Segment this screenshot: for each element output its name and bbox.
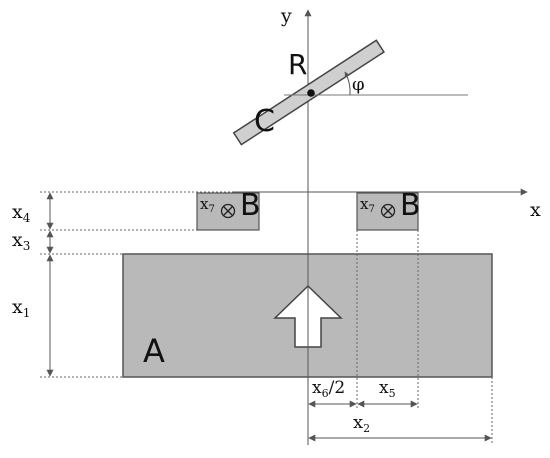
y-axis-label: y bbox=[280, 5, 292, 27]
label-c: C bbox=[254, 104, 275, 139]
left-extension-lines bbox=[40, 191, 232, 378]
angle-label: φ bbox=[352, 74, 365, 95]
angle-arc bbox=[344, 71, 351, 96]
label-b-right: B bbox=[400, 188, 421, 223]
current-into-page-icon bbox=[220, 203, 236, 219]
dim-x4: x4 bbox=[12, 201, 31, 225]
horizontal-dimensions bbox=[308, 400, 492, 442]
label-b-left: B bbox=[240, 188, 261, 223]
x7-label-left: x7 bbox=[200, 195, 215, 215]
label-a: A bbox=[143, 332, 165, 370]
dim-x1: x1 bbox=[12, 296, 30, 320]
dim-x2: x2 bbox=[353, 412, 370, 435]
dim-x6-half: x6/2 bbox=[312, 378, 345, 400]
x7-label-right: x7 bbox=[360, 195, 375, 215]
label-r: R bbox=[288, 48, 307, 81]
dim-x5: x5 bbox=[379, 378, 396, 400]
x-axis-label: x bbox=[530, 199, 541, 221]
dim-x3: x3 bbox=[12, 229, 30, 253]
bottom-extension-lines bbox=[356, 230, 493, 445]
point-r bbox=[307, 89, 315, 97]
current-into-page-icon bbox=[380, 203, 396, 219]
